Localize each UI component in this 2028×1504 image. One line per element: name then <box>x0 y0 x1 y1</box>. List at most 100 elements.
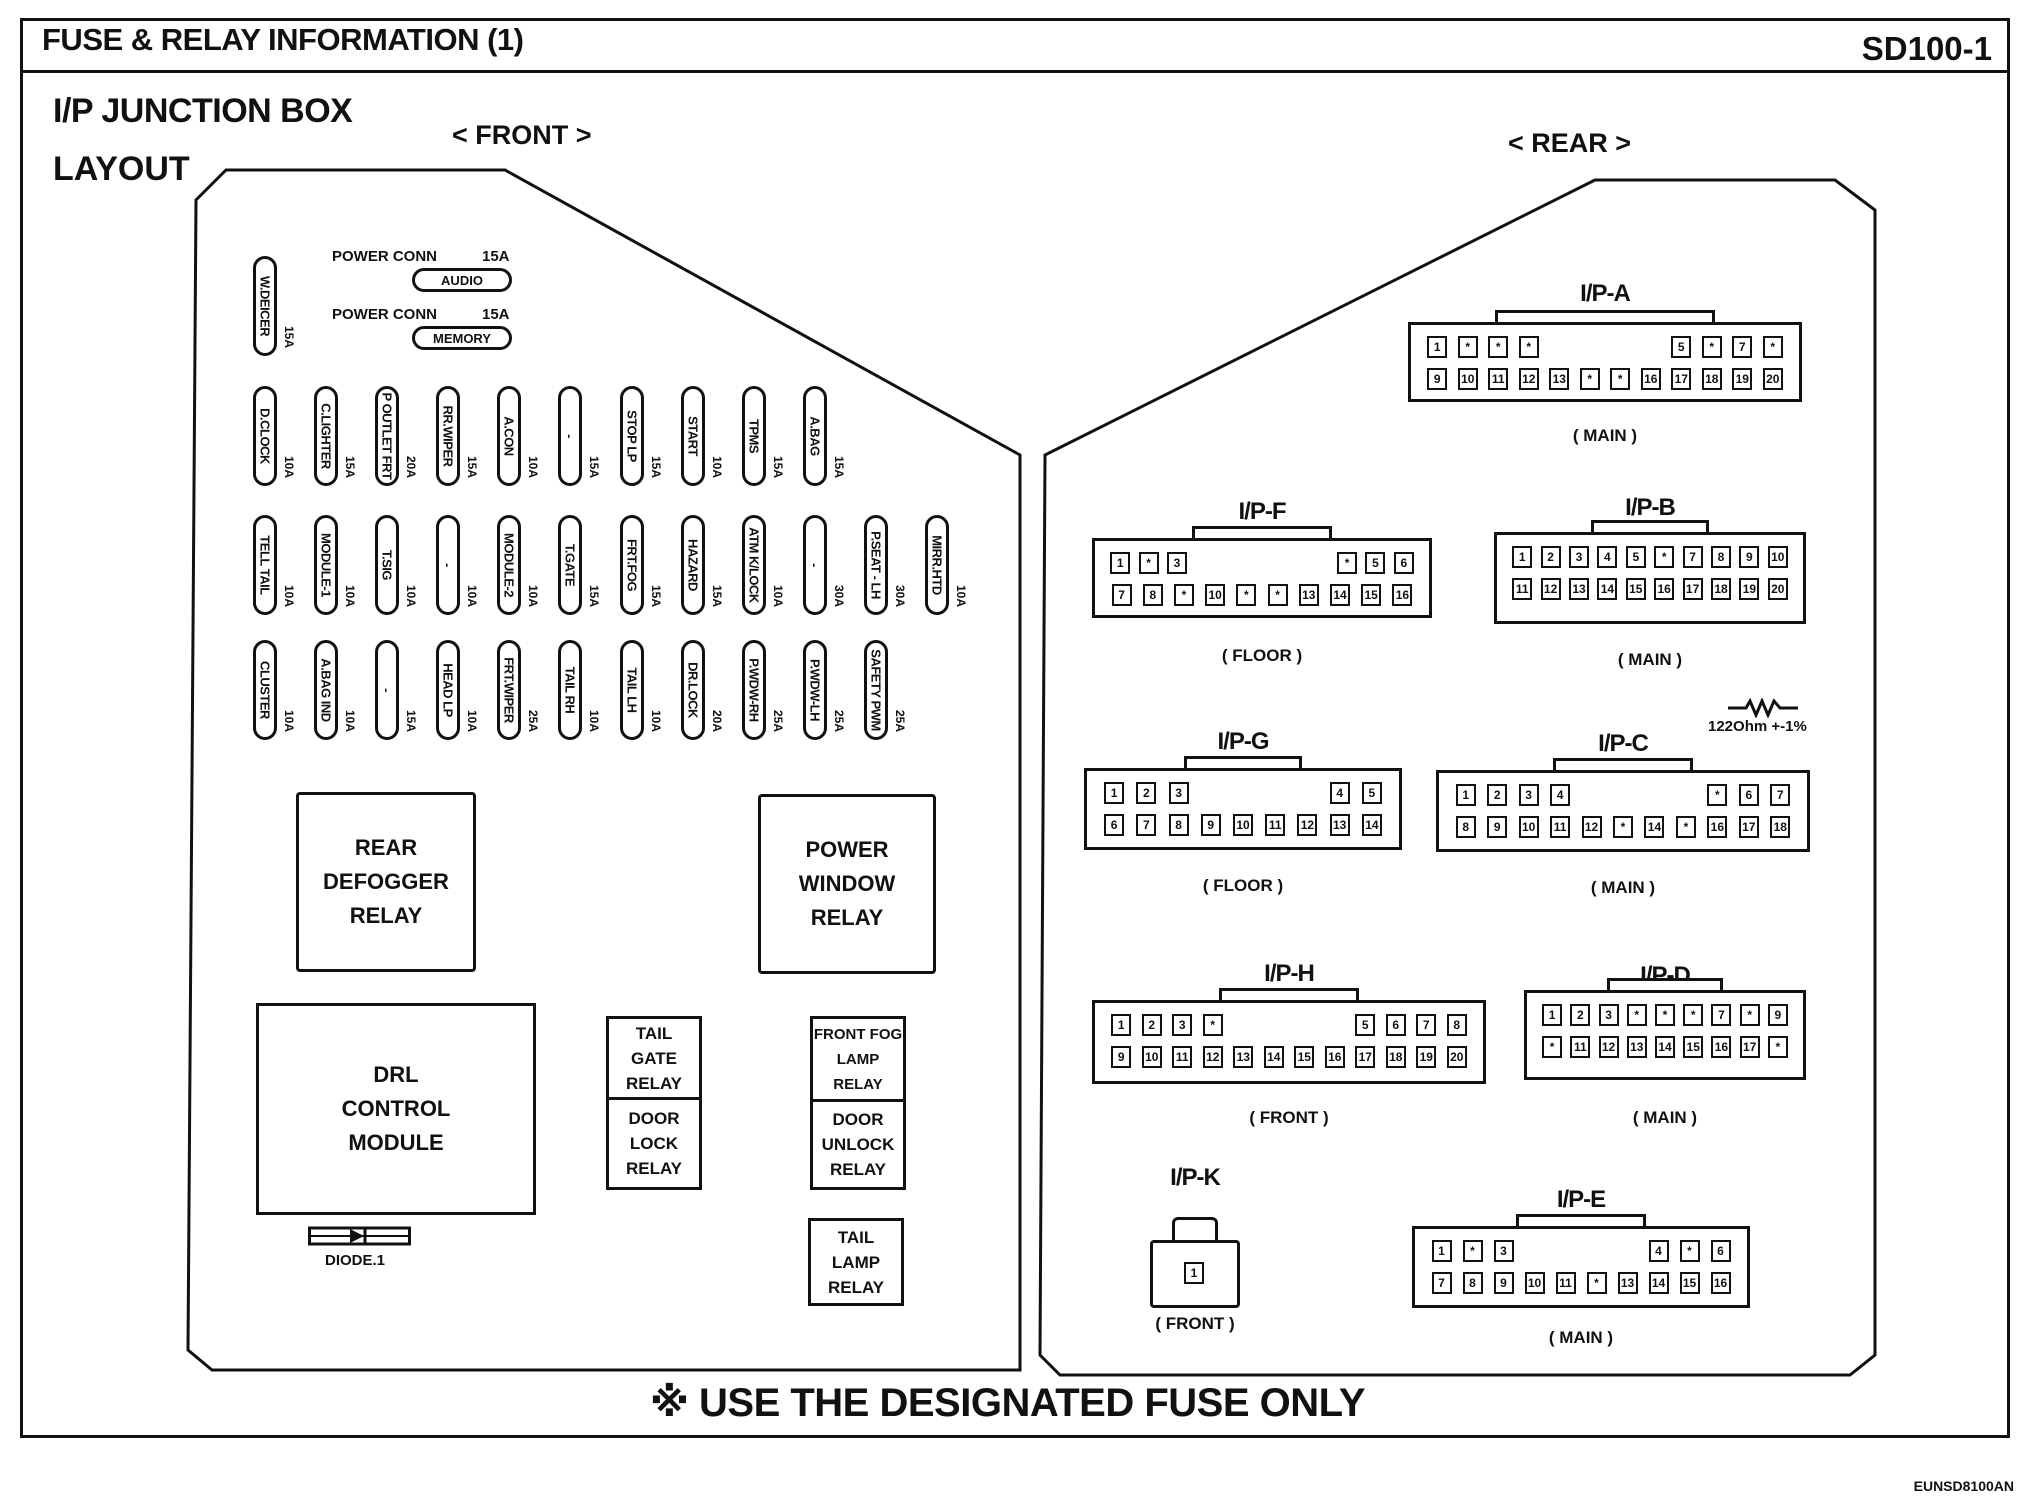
connector-pin: 8 <box>1711 546 1731 568</box>
fuse-amp: 15A <box>832 456 846 479</box>
connector-pin: 7 <box>1431 1272 1452 1294</box>
connector-pin: 7 <box>1111 584 1132 606</box>
connector-pin: 10 <box>1233 814 1253 836</box>
connector-pin: 10 <box>1767 546 1788 568</box>
connector-pin: 13 <box>1549 368 1570 390</box>
fuse-amp: 10A <box>710 456 724 479</box>
fuse-name: C.LIGHTER <box>318 403 334 469</box>
connector-pin: * <box>1654 546 1675 568</box>
connector-pin: 8 <box>1462 1272 1483 1294</box>
connector-pin: * <box>1457 336 1478 358</box>
connector-housing <box>1084 768 1402 850</box>
connector-pin: 15 <box>1361 584 1382 606</box>
front-fog-lamp-relay: FRONT FOG LAMP RELAY <box>810 1016 906 1102</box>
connector-pin: 6 <box>1738 784 1759 806</box>
connector-pin: 3 <box>1166 552 1187 574</box>
fuse: - <box>558 386 582 486</box>
connector-latch <box>1184 756 1302 771</box>
connector-title: I/P-G <box>1217 728 1269 755</box>
connector-pin: 14 <box>1648 1272 1669 1294</box>
connector-pin: 14 <box>1644 816 1665 838</box>
fuse: CLUSTER <box>253 640 277 740</box>
connector-pin: * <box>1586 1272 1607 1294</box>
fuse-name: A.CON <box>501 416 517 456</box>
connector-title: I/P-F <box>1238 498 1287 525</box>
connector-pin: 9 <box>1427 368 1448 390</box>
connector-location: ( MAIN ) <box>1617 650 1683 669</box>
fuse-amp: 25A <box>893 710 907 733</box>
fuse: SAFETY PWM <box>864 640 888 740</box>
drl-control-module-label: DRL CONTROL MODULE <box>341 1062 451 1155</box>
connector-pin: 9 <box>1739 546 1760 568</box>
connector-latch <box>1553 758 1693 773</box>
connector-pin: 16 <box>1640 368 1661 390</box>
power-conn-memory: MEMORY <box>412 326 512 350</box>
fuse-name: FRT.WIPER <box>501 657 517 723</box>
tail-lamp-relay-label: TAIL LAMP RELAY <box>827 1227 885 1297</box>
connector-location: ( MAIN ) <box>1590 878 1656 897</box>
fuse: - <box>436 515 460 615</box>
fuse-name: A.BAG <box>807 416 823 456</box>
fuse-name: SAFETY PWM <box>868 649 884 731</box>
connector-pin: 11 <box>1512 578 1533 600</box>
connector-pin: 17 <box>1682 578 1703 600</box>
fuse-name: MODULE-1 <box>318 533 334 597</box>
fuse-amp: 10A <box>649 710 663 733</box>
connector-location: ( MAIN ) <box>1632 1108 1698 1127</box>
connector-pin: 18 <box>1701 368 1722 390</box>
connector-pin: 11 <box>1488 368 1509 390</box>
connector-pin: 11 <box>1265 814 1286 836</box>
connector-pin: 13 <box>1329 814 1350 836</box>
fuse-amp: 10A <box>404 585 418 608</box>
connector-pin: 7 <box>1682 546 1703 568</box>
connector-housing <box>1408 322 1802 402</box>
connector-pin: 6 <box>1385 1014 1406 1036</box>
connector-pin: 1 <box>1512 546 1533 568</box>
connector-pin: 20 <box>1767 578 1788 600</box>
connector-pin: * <box>1542 1036 1563 1058</box>
connector-pin: 3 <box>1569 546 1589 568</box>
fuse-amp: 15A <box>282 326 296 349</box>
connector-pin: 12 <box>1518 368 1539 390</box>
connector-pin: 1 <box>1111 1014 1132 1036</box>
fuse-amp: 15A <box>649 585 663 608</box>
connector-pin: 8 <box>1446 1014 1467 1036</box>
connector-pin: 7 <box>1136 814 1157 836</box>
page-frame <box>20 18 2010 1438</box>
connector-pin: 12 <box>1202 1046 1223 1068</box>
fuse-amp: 10A <box>465 710 479 733</box>
connector-title: I/P-B <box>1625 494 1676 521</box>
fuse-name: HAZARD <box>685 539 701 591</box>
fuse-name: - <box>379 688 395 692</box>
connector-latch <box>1192 526 1332 541</box>
fuse-amp: 10A <box>282 585 296 608</box>
fuse-amp: 10A <box>771 585 785 608</box>
fuse-name: D.CLOCK <box>257 408 273 464</box>
fuse-amp: 10A <box>282 456 296 479</box>
connector-pin: * <box>1138 552 1159 574</box>
fuse-name: START <box>685 416 701 456</box>
connector-latch <box>1607 978 1723 993</box>
connector-pin: 6 <box>1104 814 1125 836</box>
connector-pin: * <box>1655 1004 1675 1026</box>
connector-latch <box>1516 1214 1646 1229</box>
power-window-relay-label: POWER WINDOW RELAY <box>798 837 896 930</box>
connector-pin: 1 <box>1455 784 1476 806</box>
fuse-amp: 10A <box>526 456 540 479</box>
fuse-amp: 15A <box>465 456 479 479</box>
fuse-name: P.WDW-RH <box>746 658 762 722</box>
connector-pin: 15 <box>1683 1036 1704 1058</box>
connector-location: ( FLOOR ) <box>1221 646 1303 665</box>
connector-pin: 6 <box>1710 1240 1731 1262</box>
door-lock-relay: DOOR LOCK RELAY <box>606 1100 702 1190</box>
connector-pin: 16 <box>1707 816 1728 838</box>
connector-pin: 10 <box>1524 1272 1545 1294</box>
connector-pin: * <box>1518 336 1539 358</box>
fuse: A.BAG <box>803 386 827 486</box>
connector-pin: 5 <box>1671 336 1692 358</box>
fuse-amp: 10A <box>954 585 968 608</box>
fuse-name: - <box>440 563 456 567</box>
fuse-name: DR.LOCK <box>685 662 701 718</box>
connector-pin: 18 <box>1770 816 1791 838</box>
